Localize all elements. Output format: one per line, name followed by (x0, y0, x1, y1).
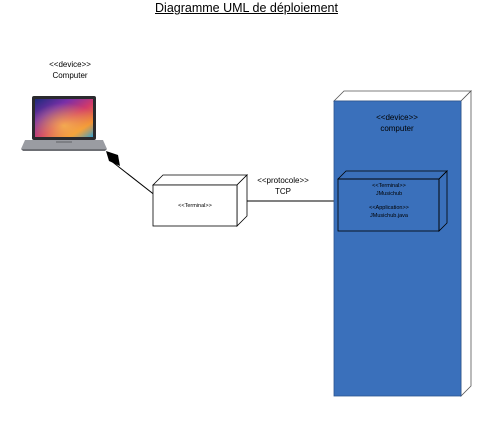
artifact-name-label: JMusichub.java (370, 213, 408, 219)
terminal-stereotype-label: <<Terminal>> (178, 203, 212, 209)
association-connector (106, 151, 157, 197)
device-name-label: Computer (52, 71, 88, 80)
terminal-node-server (337, 170, 448, 232)
diagram-title: Diagramme UML de déploiement (155, 1, 338, 15)
device-node-server (333, 90, 472, 397)
protocol-name-label: TCP (275, 187, 291, 196)
device-stereotype-label: <<device>> (49, 60, 91, 69)
server-terminal-name-label: JMusichub (375, 191, 403, 197)
server-device-stereotype-label: <<device>> (376, 113, 418, 122)
artifact-stereotype-label: <<Application>> (369, 205, 409, 211)
laptop-icon (21, 96, 107, 151)
terminal-node-client (152, 174, 248, 227)
server-terminal-stereotype-label: <<Terminal>> (372, 183, 406, 189)
server-device-name-label: computer (380, 124, 414, 133)
protocol-stereotype-label: <<protocole>> (257, 176, 309, 185)
